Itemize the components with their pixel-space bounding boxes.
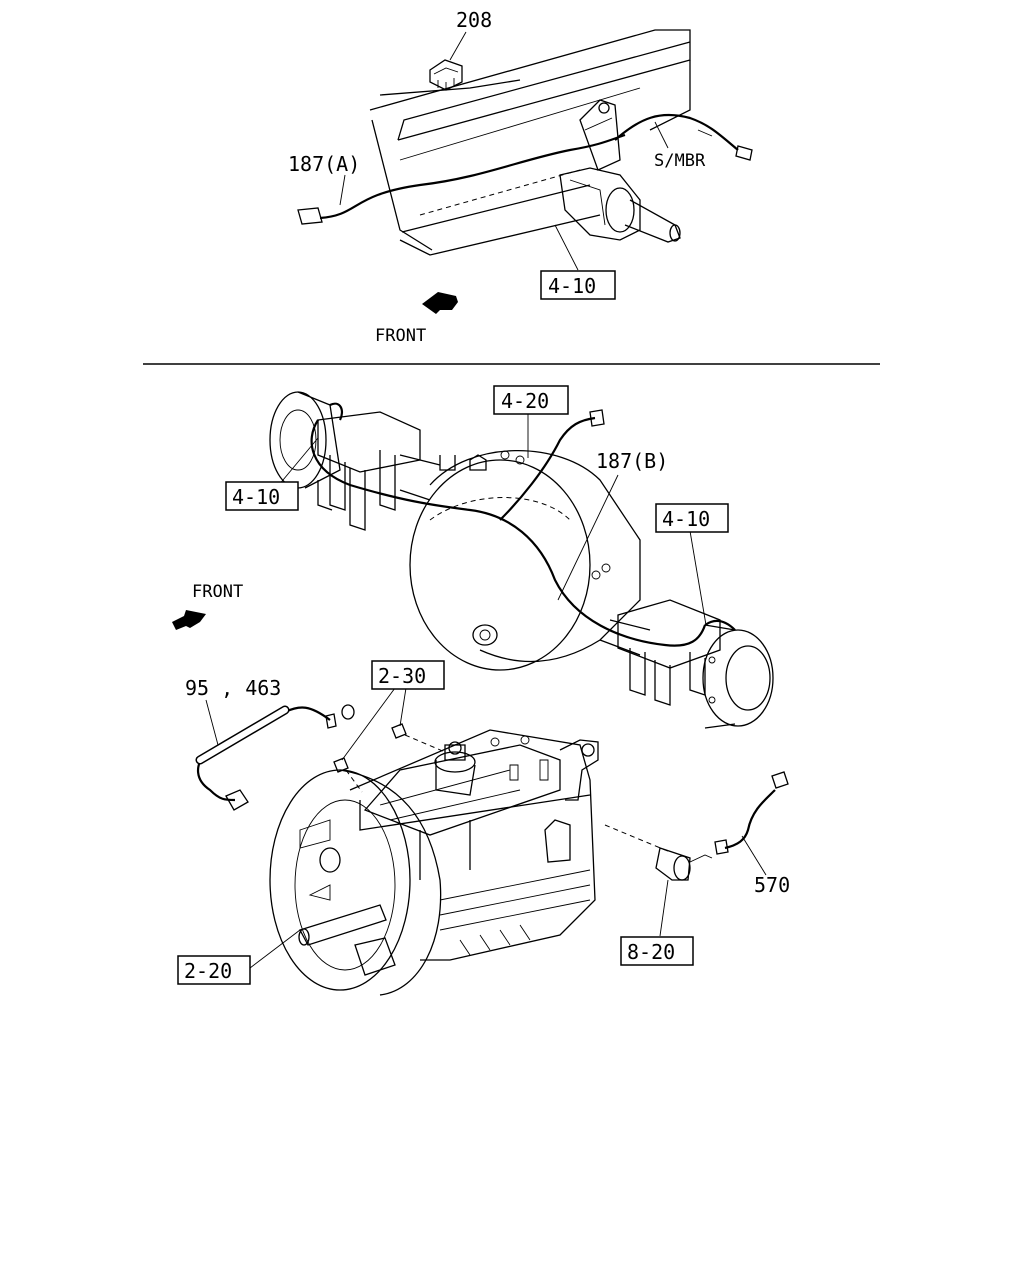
wire-harness-icon	[714, 771, 789, 855]
ref-box-2-20	[177, 955, 251, 985]
top-assembly	[297, 29, 753, 271]
bolt-icon	[333, 723, 407, 773]
connector-icon	[429, 59, 463, 91]
sensor-icon	[604, 824, 713, 881]
label-4-10-left: 4-10	[232, 485, 280, 509]
label-2-20: 2-20	[184, 959, 232, 983]
ref-box-4-20	[493, 385, 569, 415]
label-95-463: 95 , 463	[185, 676, 281, 700]
label-8-20: 8-20	[627, 940, 675, 964]
ref-box-4-10-right	[655, 503, 729, 533]
front-arrow-icon	[172, 610, 206, 630]
label-4-10-right: 4-10	[662, 507, 710, 531]
label-187b: 187(B)	[596, 449, 668, 473]
ref-box-2-30	[371, 660, 445, 690]
label-187a: 187(A)	[288, 152, 360, 176]
ref-box-4-10-left	[225, 481, 299, 511]
front-arrow-icon	[422, 292, 458, 314]
label-front-bottom: FRONT	[192, 582, 243, 602]
transmission-assembly	[269, 729, 599, 996]
label-4-10-top: 4-10	[548, 274, 596, 298]
rear-axle-assembly	[269, 391, 774, 729]
label-570: 570	[754, 873, 790, 897]
label-front-top: FRONT	[375, 326, 426, 346]
label-4-20: 4-20	[501, 389, 549, 413]
label-smbr: S/MBR	[654, 151, 706, 171]
label-2-30: 2-30	[378, 664, 426, 688]
wire-harness-icon	[195, 704, 355, 811]
label-208: 208	[456, 8, 492, 32]
ref-box-8-20	[620, 936, 694, 966]
ref-box-4-10-top	[540, 270, 616, 300]
